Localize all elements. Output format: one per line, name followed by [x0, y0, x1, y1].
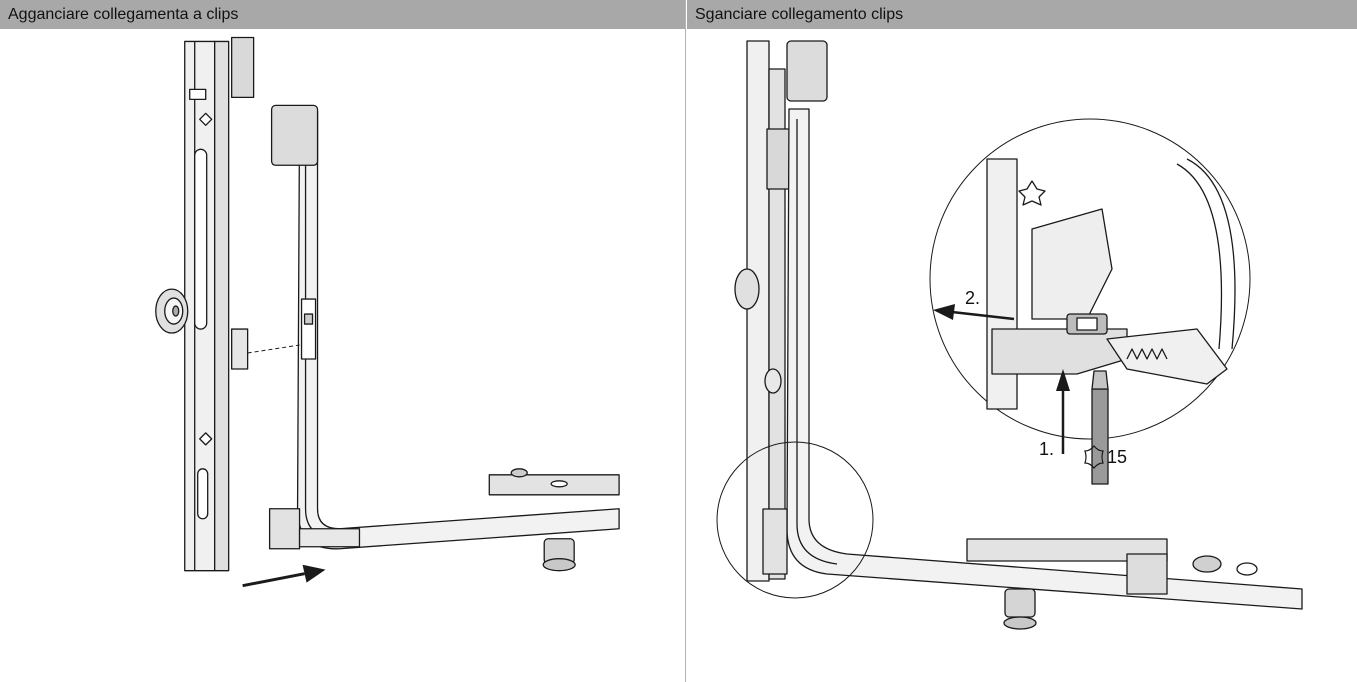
step2-label: 2.: [965, 288, 980, 308]
torx-star-icon: [1084, 445, 1104, 469]
panel-hook-clips: Agganciare collegamenta a clips: [0, 0, 686, 682]
panel-title-right: Sganciare collegamento clips: [687, 0, 1357, 29]
adjustment-knob: [155, 288, 189, 334]
tool-size-label: 15: [1107, 447, 1127, 467]
zoom-detail: [929, 118, 1251, 440]
panel-release-clips: Sganciare collegamento clips: [687, 0, 1357, 682]
screwdriver: [1091, 370, 1109, 485]
vertical-rail: [734, 40, 828, 582]
diagram-release-clips: 2. 1. 15: [716, 40, 1303, 630]
diagram-hook-clips: [155, 36, 620, 588]
horizontal-rail: [488, 468, 620, 572]
step2-arrow: [933, 304, 1015, 321]
vertical-rail: [184, 36, 255, 572]
sash-frame-corner: [762, 108, 1303, 610]
step1-arrow: [1056, 369, 1070, 454]
sash-frame-corner: [268, 104, 620, 550]
alignment-guide: [247, 344, 300, 354]
horizontal-rail: [966, 538, 1258, 630]
step1-label: 1.: [1039, 439, 1054, 459]
push-arrow: [242, 564, 326, 588]
zoom-source-circle: [716, 441, 874, 599]
panel-title-left: Agganciare collegamenta a clips: [0, 0, 685, 29]
